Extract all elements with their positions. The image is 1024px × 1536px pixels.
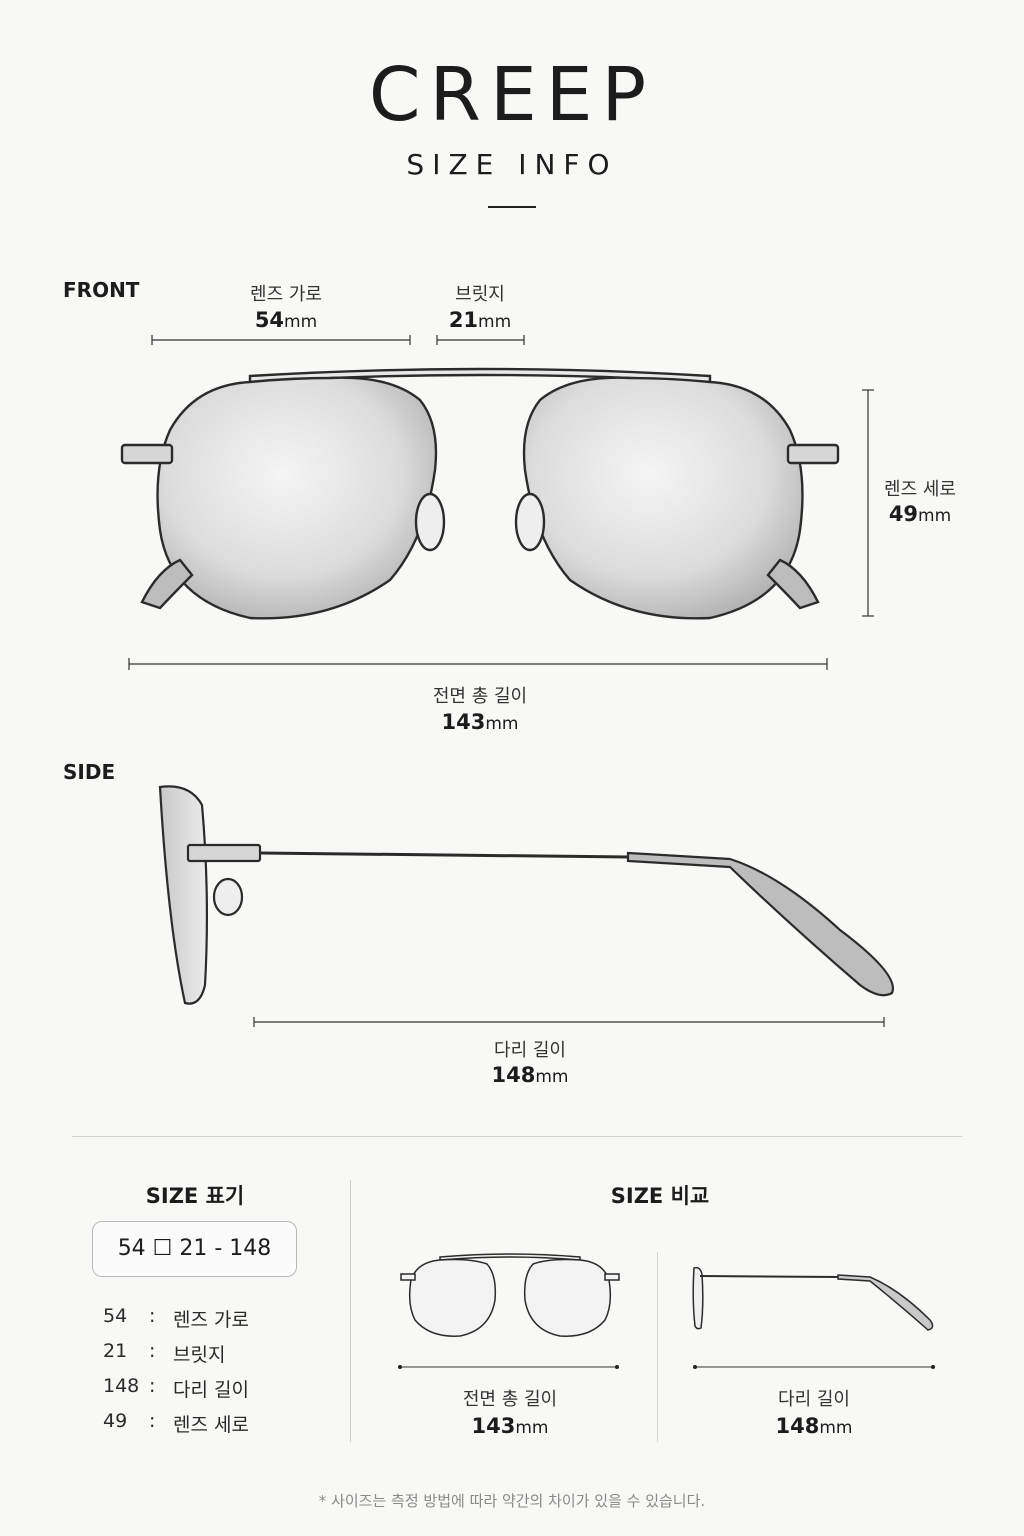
side-view-drawing [158, 785, 895, 1027]
bridge-label: 브릿지 [455, 284, 505, 305]
measurement-footnote: * 사이즈는 측정 방법에 따라 약간의 차이가 있을 수 있습니다. [318, 1492, 706, 1510]
size-compare-heading: SIZE 비교 [610, 1184, 710, 1208]
legend-row: 21 : 브릿지 [103, 1340, 226, 1366]
title-divider [488, 206, 536, 208]
column-divider [350, 1180, 351, 1442]
dimension-lines [128, 335, 874, 670]
temple-dimension-line [253, 1017, 885, 1027]
front-frame [120, 367, 840, 620]
compare-side-value: 148mm [775, 1414, 853, 1438]
side-section-label: SIDE [63, 760, 116, 784]
bridge-value: 21mm [448, 308, 512, 332]
total-width-label: 전면 총 길이 [432, 686, 528, 707]
compare-divider [657, 1252, 658, 1442]
front-view-drawing [120, 335, 874, 670]
lens-height-value: 49mm [888, 502, 952, 526]
compare-side-label: 다리 길이 [778, 1389, 850, 1410]
legend-row: 49 : 렌즈 세로 [103, 1410, 249, 1436]
size-notation-heading: SIZE 표기 [145, 1184, 245, 1208]
product-title: CREEP [368, 52, 656, 138]
compare-side-drawing [692, 1266, 935, 1369]
lens-width-label: 렌즈 가로 [250, 284, 322, 305]
total-width-value: 143mm [441, 710, 519, 734]
compare-front-value: 143mm [471, 1414, 549, 1438]
lens-width-value: 54mm [254, 308, 318, 332]
compare-front-drawing [398, 1253, 620, 1369]
compare-front-label: 전면 총 길이 [462, 1389, 558, 1410]
lens-height-label: 렌즈 세로 [884, 479, 956, 500]
legend-row: 54 : 렌즈 가로 [103, 1305, 249, 1331]
front-section-label: FRONT [63, 278, 140, 302]
temple-length-label: 다리 길이 [494, 1040, 566, 1061]
legend-row: 148 : 다리 길이 [103, 1375, 249, 1401]
section-divider [72, 1136, 962, 1137]
temple-length-value: 148mm [491, 1063, 569, 1087]
page-subtitle: SIZE INFO [406, 148, 618, 181]
size-notation-box: 54 ☐ 21 - 148 [92, 1221, 297, 1277]
